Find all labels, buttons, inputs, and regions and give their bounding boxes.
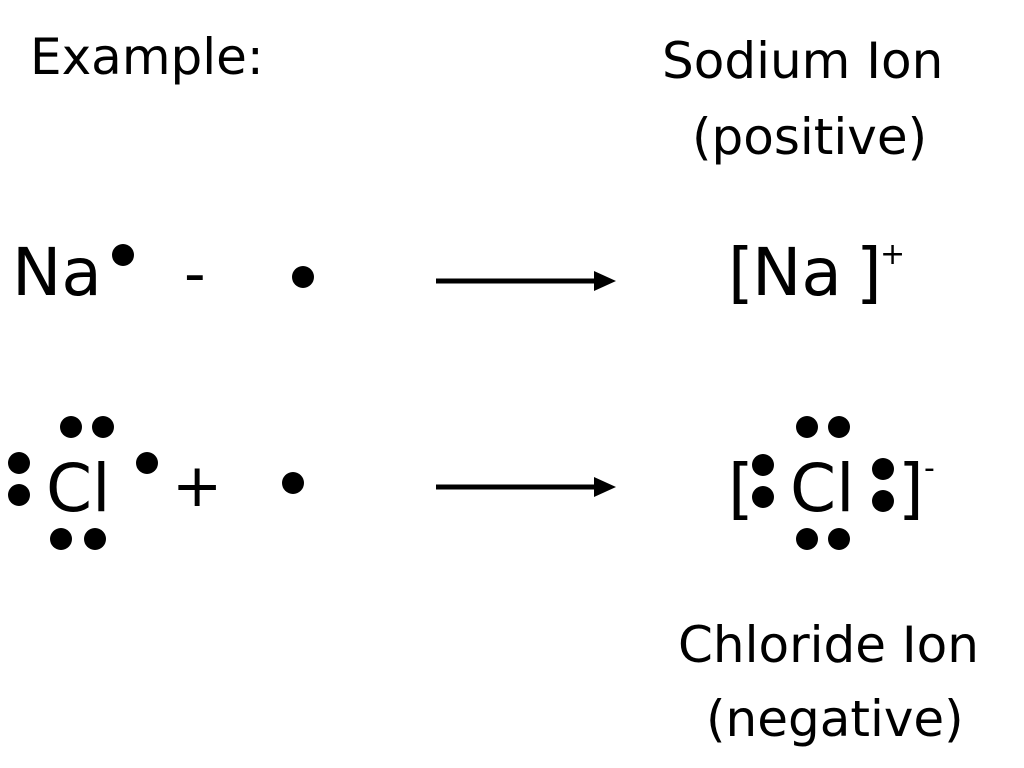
cl-ion-bottom-electron-1 — [796, 528, 818, 550]
cl-top-electron-2 — [92, 416, 114, 438]
sodium-product-open-bracket: [ — [728, 234, 754, 311]
row2-reaction-arrow — [436, 477, 616, 497]
cl-ion-right-electron-2 — [872, 490, 894, 512]
sodium-symbol: Na — [12, 234, 102, 311]
cl-ion-left-electron-2 — [752, 486, 774, 508]
row2-electron — [282, 472, 304, 494]
cl-ion-bottom-electron-2 — [828, 528, 850, 550]
cl-bottom-electron-2 — [84, 528, 106, 550]
sodium-ion-label-line1: Sodium Ion — [662, 32, 944, 90]
sodium-valence-electron — [112, 244, 134, 266]
cl-left-electron-1 — [8, 452, 30, 474]
row2-operator: + — [172, 451, 223, 521]
chloride-ion-label-line1: Chloride Ion — [678, 616, 979, 674]
cl-right-electron — [136, 452, 158, 474]
chloride-ion-charge: - — [924, 451, 935, 486]
row1-electron — [292, 266, 314, 288]
chlorine-symbol: Cl — [46, 450, 111, 527]
cl-ion-right-electron-1 — [872, 458, 894, 480]
cl-ion-top-electron-1 — [796, 416, 818, 438]
chloride-product-open-bracket: [ — [728, 450, 754, 527]
cl-top-electron-1 — [60, 416, 82, 438]
cl-bottom-electron-1 — [50, 528, 72, 550]
sodium-product-symbol: Na — [752, 234, 842, 311]
cl-left-electron-2 — [8, 484, 30, 506]
chloride-ion-label-line2: (negative) — [706, 690, 964, 748]
sodium-ion-charge: + — [880, 237, 906, 272]
row1-reaction-arrow — [436, 271, 616, 291]
row1-operator: - — [184, 239, 206, 309]
cl-ion-left-electron-1 — [752, 454, 774, 476]
sodium-ion-label-line2: (positive) — [692, 108, 928, 166]
heading: Example: — [30, 28, 264, 86]
sodium-product-close-bracket: ] — [856, 234, 882, 311]
chloride-product-symbol: Cl — [790, 450, 855, 527]
cl-ion-top-electron-2 — [828, 416, 850, 438]
chloride-product-close-bracket: ] — [898, 450, 924, 527]
